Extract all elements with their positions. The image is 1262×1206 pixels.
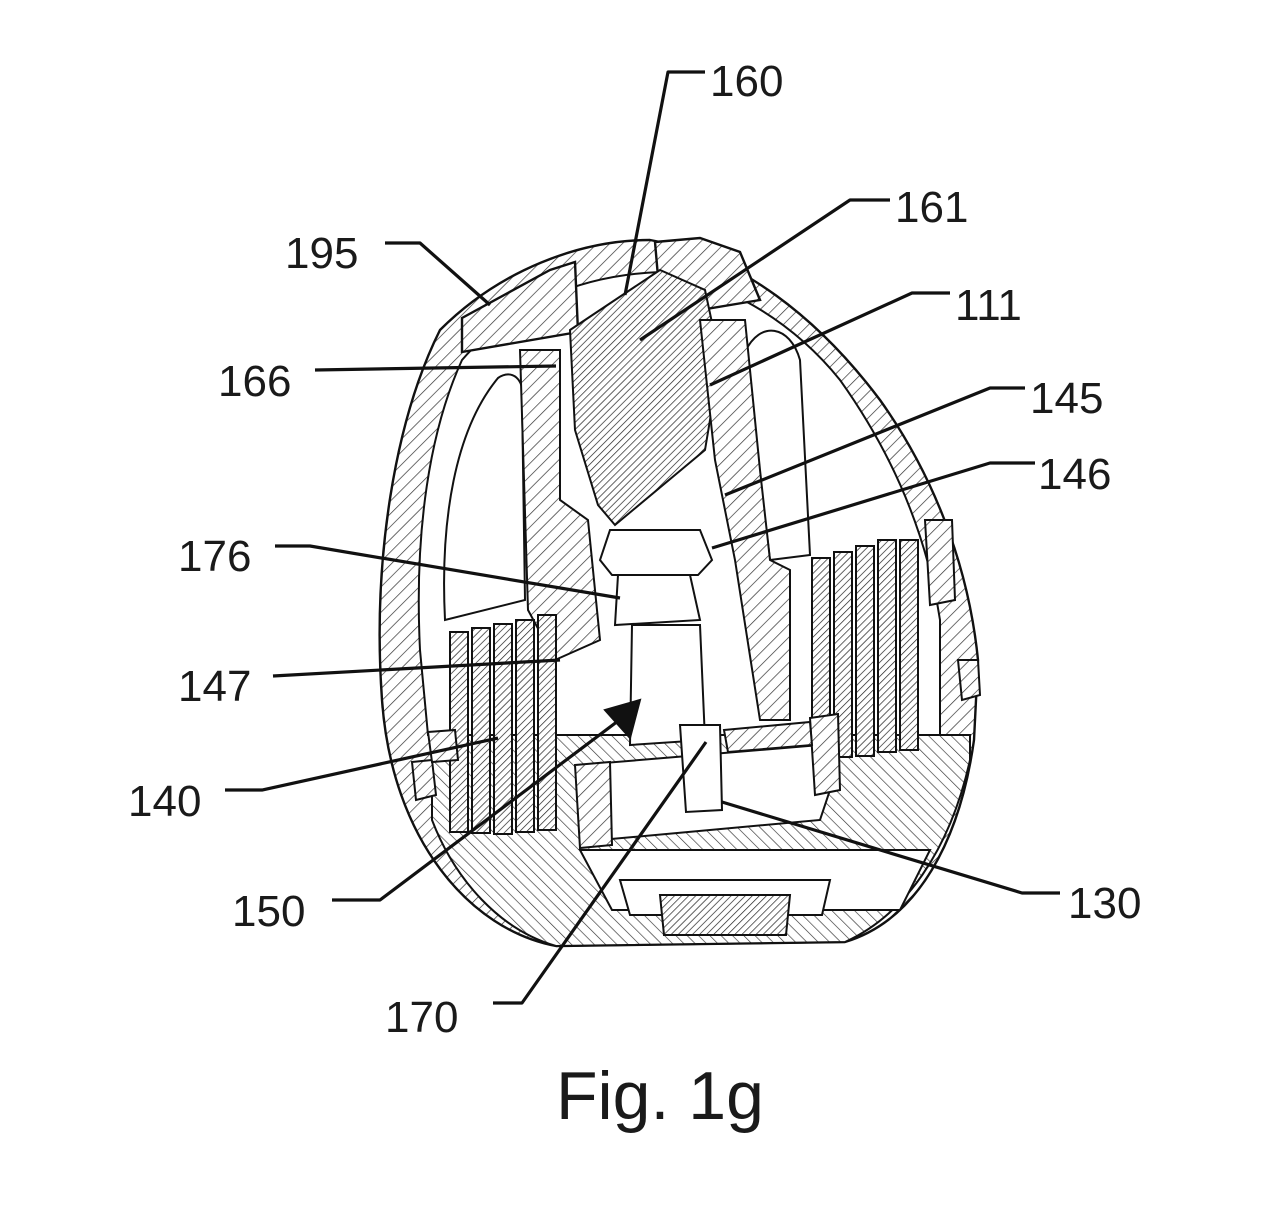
leader-166 <box>314 364 557 372</box>
ref-150: 150 <box>232 887 306 936</box>
ref-145: 145 <box>1030 374 1104 423</box>
ref-195: 195 <box>285 229 359 278</box>
leader-195 <box>385 241 492 307</box>
lower-plates <box>573 712 842 850</box>
figure-caption: Fig. 1g <box>556 1058 764 1134</box>
ref-146: 146 <box>1038 450 1112 499</box>
ref-147: 147 <box>178 662 252 711</box>
ref-176: 176 <box>178 532 252 581</box>
leader-lines <box>225 70 1060 1005</box>
leader-161 <box>639 198 890 342</box>
ref-160: 160 <box>710 57 784 106</box>
ref-166: 166 <box>218 357 292 406</box>
ref-111: 111 <box>955 281 1022 330</box>
right-coil-stack <box>811 539 919 759</box>
leader-146 <box>711 461 1035 550</box>
leader-150 <box>332 716 623 902</box>
right-post <box>698 319 791 721</box>
ref-170: 170 <box>385 993 459 1042</box>
leader-160 <box>623 70 705 296</box>
ref-140: 140 <box>128 777 202 826</box>
right-tabs <box>923 519 982 702</box>
leader-140 <box>225 736 499 792</box>
central-insert <box>568 268 722 527</box>
leader-111 <box>709 291 950 387</box>
left-coil-stack <box>449 614 557 835</box>
leader-176 <box>275 544 621 600</box>
left-post <box>518 349 602 662</box>
leader-130 <box>721 800 1060 895</box>
leader-147 <box>272 658 561 678</box>
ref-161: 161 <box>895 183 969 232</box>
ref-130: 130 <box>1068 879 1142 928</box>
arrow-150-head <box>603 698 642 741</box>
leader-170 <box>493 741 708 1005</box>
leader-145 <box>724 386 1025 497</box>
